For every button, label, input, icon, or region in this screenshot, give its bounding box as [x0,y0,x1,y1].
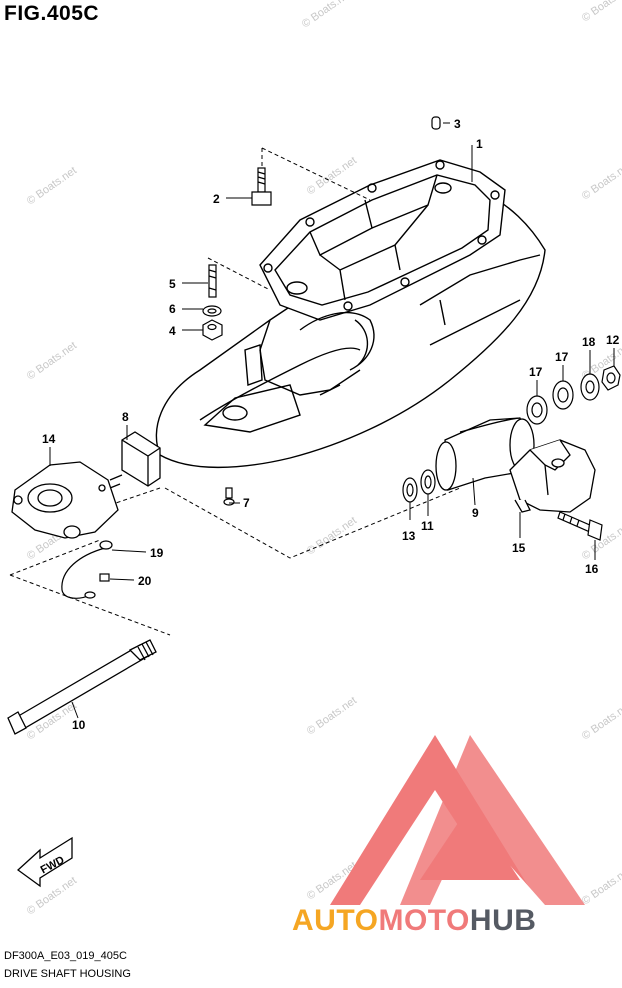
callout-6: 6 [169,302,176,316]
bolt [557,511,603,541]
drive-shaft-housing [155,159,546,469]
stud [208,264,217,298]
callout-17b: 17 [555,350,569,364]
washer [552,380,574,410]
brand-part-hub: HUB [469,904,537,937]
pin [431,116,441,130]
washer [202,305,222,317]
bolt [251,167,272,206]
callout-labels: 1 2 3 4 5 6 7 8 9 10 11 12 13 14 15 16 1… [42,117,620,732]
callout-11: 11 [421,519,434,533]
watermark: © Boats.net [580,865,622,908]
callout-1: 1 [476,137,483,151]
ground-wire [61,540,113,599]
callout-8: 8 [122,410,129,424]
callout-13: 13 [402,529,416,543]
diagram-code: DF300A_E03_019_405C [4,950,127,962]
watermark: © Boats.net [300,0,354,30]
brand-part-moto: MOTO [378,904,470,937]
screw [223,487,235,506]
watermark: © Boats.net [580,700,622,743]
callout-16: 16 [585,562,599,576]
callout-17a: 17 [529,365,543,379]
callout-3: 3 [454,117,461,131]
brand-logo-mark [330,735,585,905]
callout-4: 4 [169,324,176,338]
guide-lines [9,147,461,636]
bracket [11,461,119,539]
watermark: © Boats.net [25,165,79,208]
mount-cover [509,439,596,513]
callout-20: 20 [138,574,152,588]
washer [580,373,600,401]
brand-wordmark: AUTOMOTOHUB [292,904,536,938]
watermark: © Boats.net [305,695,359,738]
callout-18: 18 [582,335,596,349]
watermark: © Boats.net [305,515,359,558]
washer [526,395,548,425]
figure-title: FIG.405C [4,2,100,25]
callout-14: 14 [42,432,56,446]
callout-19: 19 [150,546,164,560]
watermark: © Boats.net [580,0,622,24]
callout-9: 9 [472,506,479,520]
brand-part-auto: AUTO [292,904,379,937]
fwd-arrow: FWD [16,836,73,888]
long-bolt [7,639,157,735]
mount-block [104,431,161,491]
callout-2: 2 [213,192,220,206]
diagram-caption: DRIVE SHAFT HOUSING [4,968,131,980]
callout-12: 12 [606,333,620,347]
leader-lines [49,122,615,719]
callout-10: 10 [72,718,86,732]
nut [202,319,223,341]
nut [601,365,621,391]
washer [402,477,418,503]
callout-7: 7 [243,496,250,510]
watermark: © Boats.net [580,160,622,203]
watermark: © Boats.net [25,340,79,383]
callout-5: 5 [169,277,176,291]
washer [420,469,436,495]
callout-15: 15 [512,541,526,555]
